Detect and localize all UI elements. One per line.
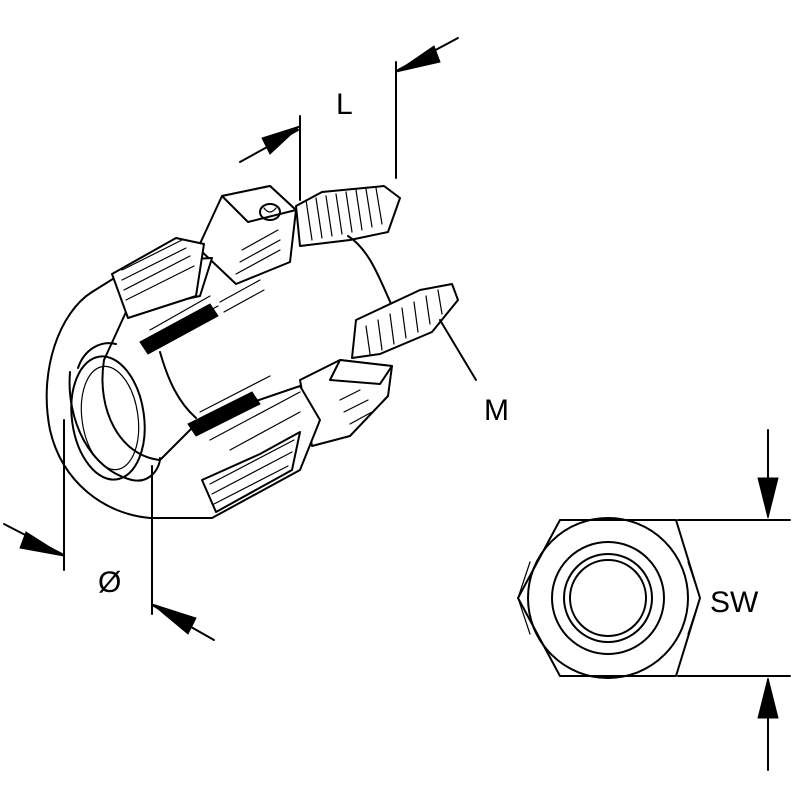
dimension-l: [239, 37, 459, 201]
dimension-m: [439, 319, 477, 381]
lower-thread-teeth: [365, 289, 443, 355]
dimension-sw: [677, 429, 791, 771]
label-wrench-size: SW: [710, 586, 759, 619]
gland-body: [45, 185, 459, 519]
upper-thread-teeth: [305, 187, 383, 241]
label-thread: M: [484, 394, 509, 427]
hex-nut-end-view: [517, 517, 701, 679]
label-length: L: [336, 88, 353, 121]
label-diameter: Ø: [98, 566, 121, 599]
dimension-diameter: [3, 419, 215, 641]
